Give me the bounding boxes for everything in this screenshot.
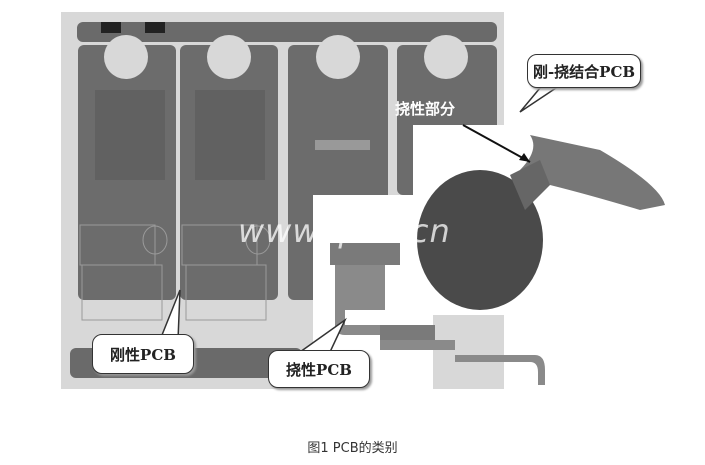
flex-pcb-callout: 挠性PCB — [268, 350, 370, 388]
rigid-pcb-callout: 刚性PCB — [92, 334, 194, 374]
rigid-flex-callout: 刚-挠结合PCB — [527, 54, 641, 88]
watermark: www.ipcb.cn — [238, 212, 451, 250]
flex-part-label: 挠性部分 — [395, 100, 456, 118]
figure-caption: 图1 PCB的类别 — [307, 441, 398, 456]
